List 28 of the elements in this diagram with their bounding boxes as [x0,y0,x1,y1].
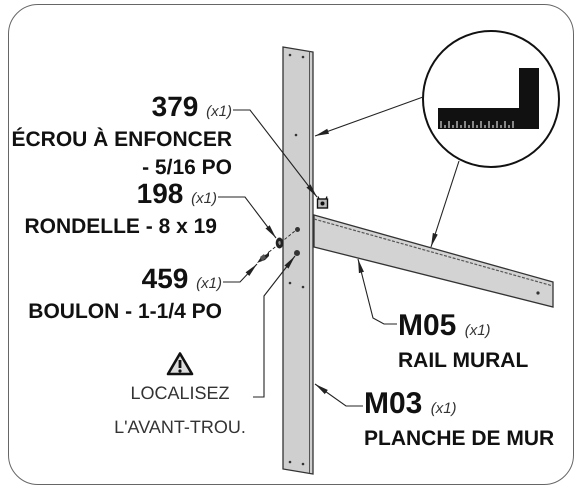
leader-line [357,258,397,325]
axis-line [268,230,296,252]
nut-icon [316,196,329,210]
leader-line [253,256,296,398]
part-number: M05 (x1) [398,310,491,344]
part-name: RONDELLE - 8 x 19 [24,214,217,240]
leader-line [314,384,363,407]
part-number: 459 (x1) [142,265,222,296]
note-text: LOCALISEZ L'AVANT-TROU. [113,382,247,439]
part-name: PLANCHE DE MUR [364,426,554,452]
leader-line [233,109,318,198]
part-number: M03 (x1) [364,388,457,422]
part-number: 379 (x1) [152,93,232,124]
part-number: 198 (x1) [136,180,217,211]
part-name: ÉCROU À ENFONCER - 5/16 PO [10,126,232,181]
washer-icon [275,237,284,249]
part-name: BOULON - 1-1/4 PO [28,299,222,325]
board-drawing [282,44,314,475]
hole-icon [295,227,300,232]
rail-drawing [314,213,556,309]
leader-line [218,196,276,238]
bolt-icon [256,250,270,264]
hole-icon [294,250,300,256]
part-name: RAIL MURAL [398,348,528,374]
leader-line [223,264,258,283]
leader-line [430,160,460,248]
leader-line [314,96,424,137]
callout-circle [422,30,560,168]
